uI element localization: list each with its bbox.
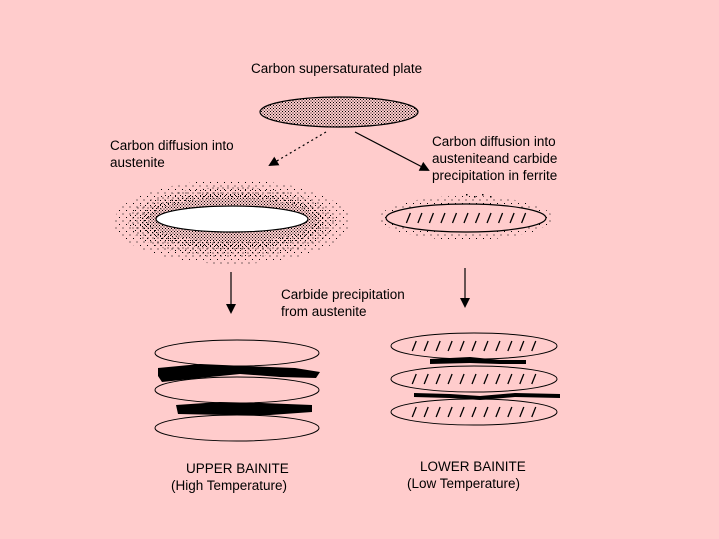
carbide-needle: [483, 340, 489, 352]
carbide-needle: [459, 373, 465, 385]
middle-note-label: Carbide precipitation from austenite: [281, 286, 405, 320]
carbide-needle: [459, 406, 465, 418]
carbides-in-lower-plates: [411, 340, 537, 418]
lower-carbide-film-2: [414, 393, 560, 400]
carbide-film-1: [158, 364, 320, 382]
right-branch-line3: precipitation in ferrite: [432, 168, 558, 183]
lower-bainite-condition: (Low Temperature): [407, 476, 521, 491]
carbide-needle: [471, 406, 477, 418]
upper-bainite-stack: [154, 339, 320, 442]
carbide-needle: [474, 212, 481, 224]
carbide-needle: [447, 373, 453, 385]
upper-plate-1: [154, 339, 320, 367]
dots-above-right: [466, 194, 492, 198]
carbide-needle: [483, 406, 489, 418]
carbides-in-ferrite: [405, 212, 527, 224]
left-branch-label: Carbon diffusion into austenite: [110, 137, 234, 171]
carbide-needle: [507, 373, 513, 385]
right-branch-arrow: [354, 131, 430, 171]
right-branch-label: Carbon diffusion into austeniteand carbi…: [432, 133, 557, 184]
carbide-needle: [423, 406, 429, 418]
austenite-plate-left: [155, 205, 309, 233]
middle-note-line2: from austenite: [281, 304, 367, 319]
title-text: Carbon supersaturated plate: [251, 61, 423, 76]
carbide-needle: [519, 340, 525, 352]
carbide-needle: [495, 373, 501, 385]
carbide-needle: [423, 340, 429, 352]
carbide-needle: [423, 373, 429, 385]
carbide-needle: [471, 340, 477, 352]
carbide-needle: [497, 212, 504, 224]
carbide-needle: [507, 340, 513, 352]
carbide-needle: [435, 340, 441, 352]
lower-bainite-label: LOWER BAINITE (Low Temperature): [407, 458, 526, 492]
lower-bainite-name: LOWER BAINITE: [420, 459, 526, 474]
upper-plate-3: [154, 414, 320, 442]
carbide-needle: [520, 212, 527, 224]
carbide-needle: [486, 212, 492, 224]
carbide-needle: [531, 373, 537, 385]
carbide-needle: [411, 373, 417, 385]
carbide-needle: [495, 340, 501, 352]
right-branch-line2: austeniteand carbide: [432, 151, 558, 166]
carbide-needle: [405, 212, 412, 224]
carbide-needle: [483, 373, 489, 385]
carbide-needle: [411, 406, 417, 418]
carbide-needle: [531, 406, 537, 418]
carbide-film-2: [176, 402, 312, 415]
carbide-needle: [509, 212, 515, 224]
lower-carbide-film-1: [430, 357, 526, 364]
carbide-needle: [447, 406, 453, 418]
carbide-needle: [471, 373, 477, 385]
left-branch-line2: austenite: [110, 155, 165, 170]
carbide-needle: [417, 212, 423, 224]
middle-note-line1: Carbide precipitation: [281, 287, 405, 302]
upper-bainite-name: UPPER BAINITE: [186, 461, 289, 476]
carbide-needle: [459, 340, 465, 352]
carbide-needle: [411, 340, 417, 352]
carbide-needle: [519, 373, 525, 385]
carbide-needle: [428, 212, 435, 224]
carbide-needle: [519, 406, 525, 418]
upper-bainite-condition: (High Temperature): [171, 478, 288, 493]
carbide-needle: [507, 406, 513, 418]
carbide-needle: [531, 340, 537, 352]
title-label: Carbon supersaturated plate: [251, 60, 422, 77]
right-branch-line1: Carbon diffusion into: [432, 134, 556, 149]
carbide-needle: [435, 406, 441, 418]
upper-plate-2: [154, 376, 320, 404]
left-branch-arrow: [268, 131, 327, 167]
supersaturated-plate: [259, 96, 419, 128]
carbide-needle: [495, 406, 501, 418]
carbide-needle: [447, 340, 453, 352]
carbide-needle: [440, 212, 446, 224]
carbide-needle: [435, 373, 441, 385]
carbide-needle: [463, 212, 469, 224]
upper-bainite-label: UPPER BAINITE (High Temperature): [171, 460, 289, 494]
carbide-needle: [451, 212, 458, 224]
left-branch-line1: Carbon diffusion into: [110, 138, 234, 153]
